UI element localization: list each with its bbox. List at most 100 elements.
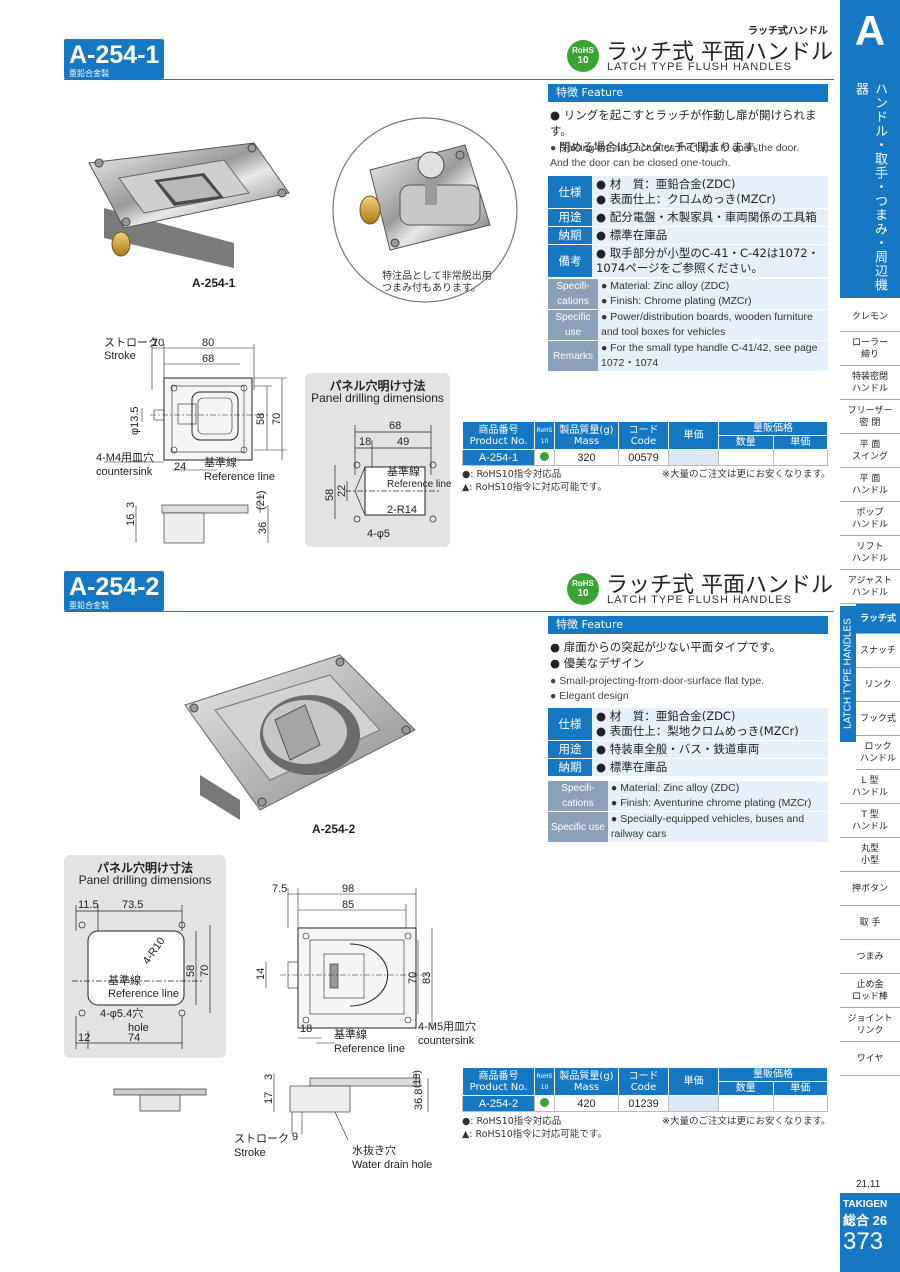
product2-divider <box>64 611 834 612</box>
side-tab-17[interactable]: 押ボタン <box>840 872 900 906</box>
p1-panel-ref-en: Reference line <box>387 479 452 490</box>
product1-note1: ●: RoHS10指令対応品 <box>462 469 562 480</box>
p2-dim-70: 70 <box>407 972 419 984</box>
side-tab-9[interactable]: ラッチ式 <box>856 604 900 634</box>
p2-dim-83: 83 <box>421 972 433 984</box>
side-tab-2[interactable]: 特装密閉 ハンドル <box>840 366 900 400</box>
product2-note3: ※大量のご注文は更にお安くなります。 <box>662 1116 831 1127</box>
side-tab-15[interactable]: T 型 ハンドル <box>840 804 900 838</box>
product1-divider <box>64 79 834 80</box>
product2-note2: ▲: RoHS10指令に対応可能です。 <box>462 1129 607 1140</box>
p1-dim-3: 3 <box>125 502 137 508</box>
side-tab-8[interactable]: アジャスト ハンドル <box>840 570 900 604</box>
side-latch-label: LATCH TYPE HANDLES <box>840 606 856 742</box>
p2-panel-735: 73.5 <box>122 899 143 911</box>
p2-dim-18p: (18) <box>412 1070 423 1088</box>
p1-dim-stroke-en: Stroke <box>104 350 136 362</box>
p1-row-code: 00579 <box>618 449 669 466</box>
side-tab-6[interactable]: ポップ ハンドル <box>840 502 900 536</box>
p2-dim-85: 85 <box>342 899 354 911</box>
p2-dim-14: 14 <box>255 968 267 980</box>
p1-dim-80: 80 <box>202 337 214 349</box>
side-tab-7[interactable]: リフト ハンドル <box>840 536 900 570</box>
product2-spec-en: Specifi- cations● Material: Zinc alloy (… <box>548 781 828 843</box>
p1-panel-r14: 2-R14 <box>387 504 417 516</box>
side-tab-21[interactable]: ジョイント リンク <box>840 1008 900 1042</box>
side-tab-4[interactable]: 平 面 スイング <box>840 434 900 468</box>
p1-dim-21: (21) <box>255 490 267 510</box>
side-tab-12[interactable]: フック式 <box>856 702 900 736</box>
header-category: ラッチ式ハンドル <box>748 26 828 37</box>
product1-material: 亜鉛合金製 <box>69 69 109 78</box>
p1-dim-70: 70 <box>271 413 283 425</box>
footer-date: 21.11 <box>856 1179 881 1190</box>
p2-panel-ref-en: Reference line <box>108 988 179 1000</box>
p2-panel-115: 11.5 <box>78 899 99 911</box>
p2-row-product: A-254-2 <box>462 1095 535 1112</box>
side-tab-3[interactable]: フリーザー 密 閉 <box>840 400 900 434</box>
side-vertical-label: ハンドル・取手・つまみ・周辺機器 <box>840 60 900 298</box>
side-tab-0[interactable]: クレモン <box>840 302 900 332</box>
side-tab-14[interactable]: L 型 ハンドル <box>840 770 900 804</box>
product2-feature-en: ● Small-projecting-from-door-surface fla… <box>550 675 765 702</box>
side-tab-5[interactable]: 平 面 ハンドル <box>840 468 900 502</box>
p2-dim-hole-en: countersink <box>418 1035 475 1047</box>
side-tab-20[interactable]: 止め金 ロッド棒 <box>840 974 900 1008</box>
footer-brand: TAKIGEN <box>843 1199 888 1210</box>
product1-spec-en: Specifi- cations● Material: Zinc alloy (… <box>548 279 828 372</box>
footer-page-number: 373 <box>843 1228 884 1255</box>
product2-title: ラッチ式 平面ハンドル <box>606 573 833 598</box>
p1-dim-24: 24 <box>174 461 186 473</box>
footer-total-num: 26 <box>872 1213 888 1228</box>
p1-dim-36: 36 <box>257 522 269 534</box>
product2-material: 亜鉛合金製 <box>69 601 109 610</box>
footer-total-label: 総合 <box>843 1213 870 1228</box>
side-tab-10[interactable]: スナッチ <box>856 634 900 668</box>
p1-dim-d135: φ13.5 <box>129 406 141 435</box>
side-tab-1[interactable]: ローラー 締り <box>840 332 900 366</box>
p2-panel-ref-jp: 基準線 <box>108 973 141 987</box>
side-tab-13[interactable]: ロック ハンドル <box>856 736 900 770</box>
p2-panel-hole-en: hole <box>128 1022 149 1034</box>
product2-feature-jp: ● 扉面からの突起が少ない平面タイプです。 ● 優美なデザイン <box>550 640 782 670</box>
p1-panel-49: 49 <box>397 436 409 448</box>
p2-dim-ref-en: Reference line <box>334 1043 405 1055</box>
product2-code: A-254-2 <box>69 573 160 601</box>
product1-photo <box>88 142 290 268</box>
p2-dim-drain-en: Water drain hole <box>352 1159 432 1171</box>
p2-row-rohs-dot <box>540 1097 549 1107</box>
side-tab-22[interactable]: ワイヤ <box>840 1042 900 1076</box>
product1-panel-title-jp: パネル穴明け寸法 <box>329 379 426 393</box>
product2-photo <box>184 654 416 820</box>
p2-dim-98: 98 <box>342 883 354 895</box>
product1-panel-title-en: Panel drilling dimensions <box>311 391 444 405</box>
side-tab-18[interactable]: 取 手 <box>840 906 900 940</box>
p2-panel-hole-jp: 4-φ5.4穴 <box>100 1006 143 1020</box>
side-tab-16[interactable]: 丸型 小型 <box>840 838 900 872</box>
product1-closeup-circle <box>332 117 518 303</box>
side-tab-11[interactable]: リンク <box>856 668 900 702</box>
product1-feature-en: ● Raising the ring actuates the latch to… <box>550 142 800 169</box>
p1-panel-18: 18 <box>359 436 371 448</box>
product2-panel-title-en: Panel drilling dimensions <box>78 873 212 887</box>
product1-feature-jp: ● リングを起こすとラッチが作動し扉が開けられます。 閉める場合はワンタッチで閉… <box>550 108 817 154</box>
p1-row-rohs-dot <box>540 451 549 461</box>
product1-panel-box: パネル穴明け寸法 Panel drilling dimensions 68 18… <box>305 373 452 547</box>
product2-note1: ●: RoHS10指令対応品 <box>462 1116 562 1127</box>
p1-panel-22: 22 <box>336 485 348 497</box>
p2-dim-17: 17 <box>263 1092 275 1104</box>
p2-row-mass: 420 <box>554 1095 619 1112</box>
p1-panel-ref-jp: 基準線 <box>387 464 420 478</box>
product1-title: ラッチ式 平面ハンドル <box>606 40 833 65</box>
p2-dim-stroke-en: Stroke <box>234 1147 266 1159</box>
p1-dim-stroke-jp: ストローク <box>104 336 159 349</box>
footer-page-block: TAKIGEN 総合 26 373 <box>840 1193 900 1272</box>
p2-dim-18: 18 <box>300 1023 312 1035</box>
p1-row-product: A-254-1 <box>462 449 535 466</box>
p2-dim-hole-jp: 4-M5用皿穴 <box>418 1019 476 1033</box>
side-tab-19[interactable]: つまみ <box>840 940 900 974</box>
p2-panel-58: 58 <box>185 965 197 977</box>
